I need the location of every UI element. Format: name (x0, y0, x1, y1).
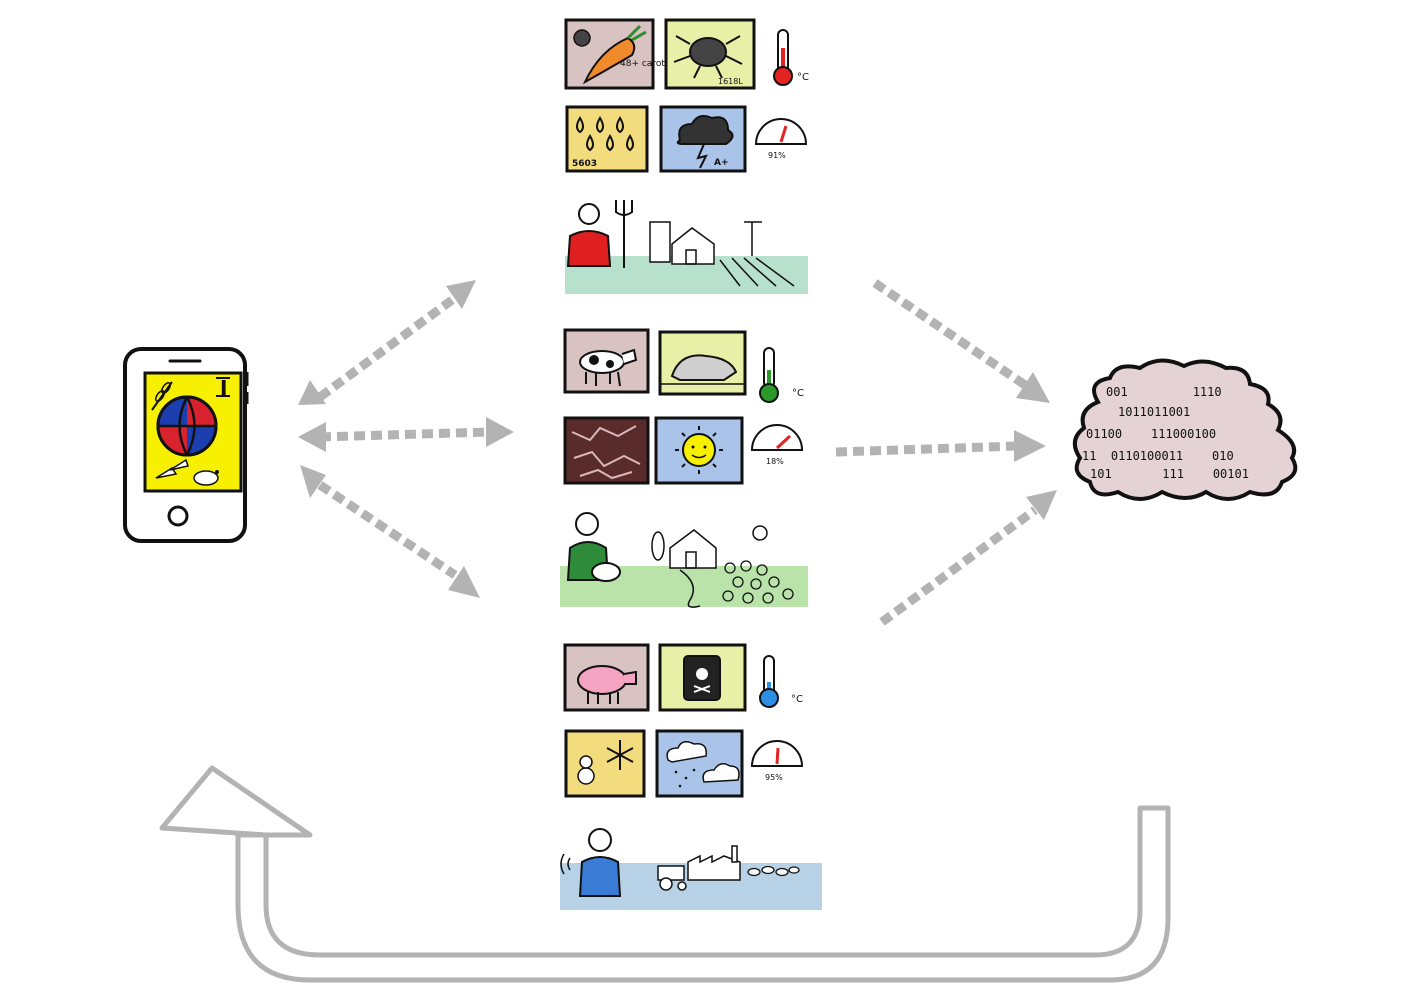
soil-cracks-icon (571, 425, 641, 480)
wheat-icon (151, 381, 173, 411)
binary-line: 01100 111000100 (1086, 427, 1216, 441)
thermometer-icon: °C (759, 655, 803, 708)
farm-scene-2 (560, 512, 808, 608)
snowflake-icon (606, 740, 634, 770)
sun-outline-icon (752, 525, 768, 541)
raindrops-icon (576, 116, 634, 152)
cloud-icon (666, 741, 707, 763)
humidity-label: 91% (768, 151, 786, 160)
path-icon (679, 569, 701, 608)
arrowhead (446, 280, 476, 309)
binary-line: 1011011001 (1118, 405, 1190, 419)
crops-icon (722, 560, 794, 604)
temp-unit-label: °C (797, 72, 809, 83)
arrowhead (1026, 490, 1057, 520)
arrow-phone-farm1 (317, 296, 455, 401)
humidity-label: 18% (766, 457, 784, 466)
tile-toxic (658, 643, 747, 712)
field-rows-icon (719, 221, 795, 287)
pig-icon (577, 665, 627, 695)
farmer-icon (566, 200, 633, 268)
tractor-icon (657, 865, 687, 891)
bug-icon (689, 37, 727, 67)
arrowhead (298, 422, 326, 452)
animals-icon (747, 865, 800, 877)
bug-label: 1618L (718, 77, 743, 86)
radiation-icon (573, 29, 591, 47)
tile-bug: 1618L (664, 18, 756, 90)
data-cloud: 001 1110 1011011001 01100 111000100 11 0… (1072, 358, 1298, 501)
arrowhead (298, 380, 326, 405)
phone-farm-arrows (317, 296, 491, 579)
arrowheads-cloud-side (1014, 372, 1057, 520)
tile-cow (563, 328, 650, 394)
arrow-phone-farm2 (319, 427, 491, 442)
factory-icon (687, 845, 741, 881)
farm-cloud-arrows (835, 279, 1038, 626)
farm-scene-1 (565, 200, 808, 294)
arrow-farm3-cloud (879, 506, 1038, 626)
arrowhead (448, 566, 480, 598)
info-icon: I (216, 376, 230, 400)
home-button-icon (167, 505, 189, 527)
smartphone: I (123, 347, 249, 543)
cloud-icon (702, 763, 740, 783)
carrot-icon (582, 36, 636, 85)
farmer-woman-icon (566, 512, 621, 582)
humidity-gauge-icon: 95% (750, 740, 804, 782)
feedback-loop-arrow (159, 765, 1171, 983)
temp-unit-label: °C (791, 694, 803, 705)
binary-line: 101 111 00101 (1090, 467, 1249, 481)
svg-text:I: I (220, 376, 227, 400)
thermometer-icon: °C (759, 347, 804, 403)
tile-storm: A+ (659, 105, 747, 173)
farm2-group: °C 18% (560, 328, 808, 608)
mole-icon (670, 354, 738, 381)
tile-soil (563, 416, 650, 485)
arrow-farm1-cloud (872, 279, 1028, 389)
humidity-label: 95% (765, 773, 783, 782)
humidity-gauge-icon: 91% (754, 118, 808, 160)
tile-snow (564, 729, 646, 798)
barn-icon (671, 227, 715, 265)
sun-icon (682, 433, 716, 467)
rain-label: 5603 (572, 159, 597, 169)
arrow-phone-farm3 (317, 481, 458, 579)
tile-rain: 5603 (565, 105, 649, 173)
tile-sun (654, 416, 744, 485)
arrowhead (300, 465, 326, 498)
humidity-gauge-icon: 18% (750, 424, 804, 466)
thermometer-icon: °C (773, 29, 809, 86)
arrowhead (1014, 430, 1046, 462)
farm1-group: 48+ carots 1618L °C (564, 18, 809, 294)
arrowhead (486, 417, 514, 447)
arrowhead (1016, 372, 1050, 403)
binary-line: 001 1110 (1106, 385, 1222, 399)
arrowheads-phone-side (298, 280, 514, 598)
storm-cloud-icon (676, 115, 734, 145)
arrow-farm2-cloud (835, 441, 1019, 457)
binary-line: 11 0110100011 010 (1082, 449, 1234, 463)
farm3-group: °C 95% (560, 643, 822, 910)
cow-icon (579, 350, 625, 374)
pig-icon (193, 470, 219, 486)
tile-mole (658, 330, 747, 396)
farm-scene-3 (560, 828, 822, 910)
binary-text: 001 1110 1011011001 01100 111000100 11 0… (1082, 385, 1249, 481)
globe-icon (156, 395, 218, 457)
temp-unit-label: °C (792, 388, 804, 399)
farmer-man-icon (560, 828, 622, 897)
tile-carrot: 48+ carots (564, 18, 670, 90)
tile-clouds (655, 729, 744, 798)
storm-label: A+ (714, 158, 729, 168)
tile-pig (563, 643, 650, 712)
carrot-icon (155, 458, 189, 479)
snowman-icon (577, 755, 595, 785)
farmhouse-icon (651, 529, 717, 569)
silo-icon (649, 221, 671, 263)
carrot-label: 48+ carots (620, 59, 670, 69)
